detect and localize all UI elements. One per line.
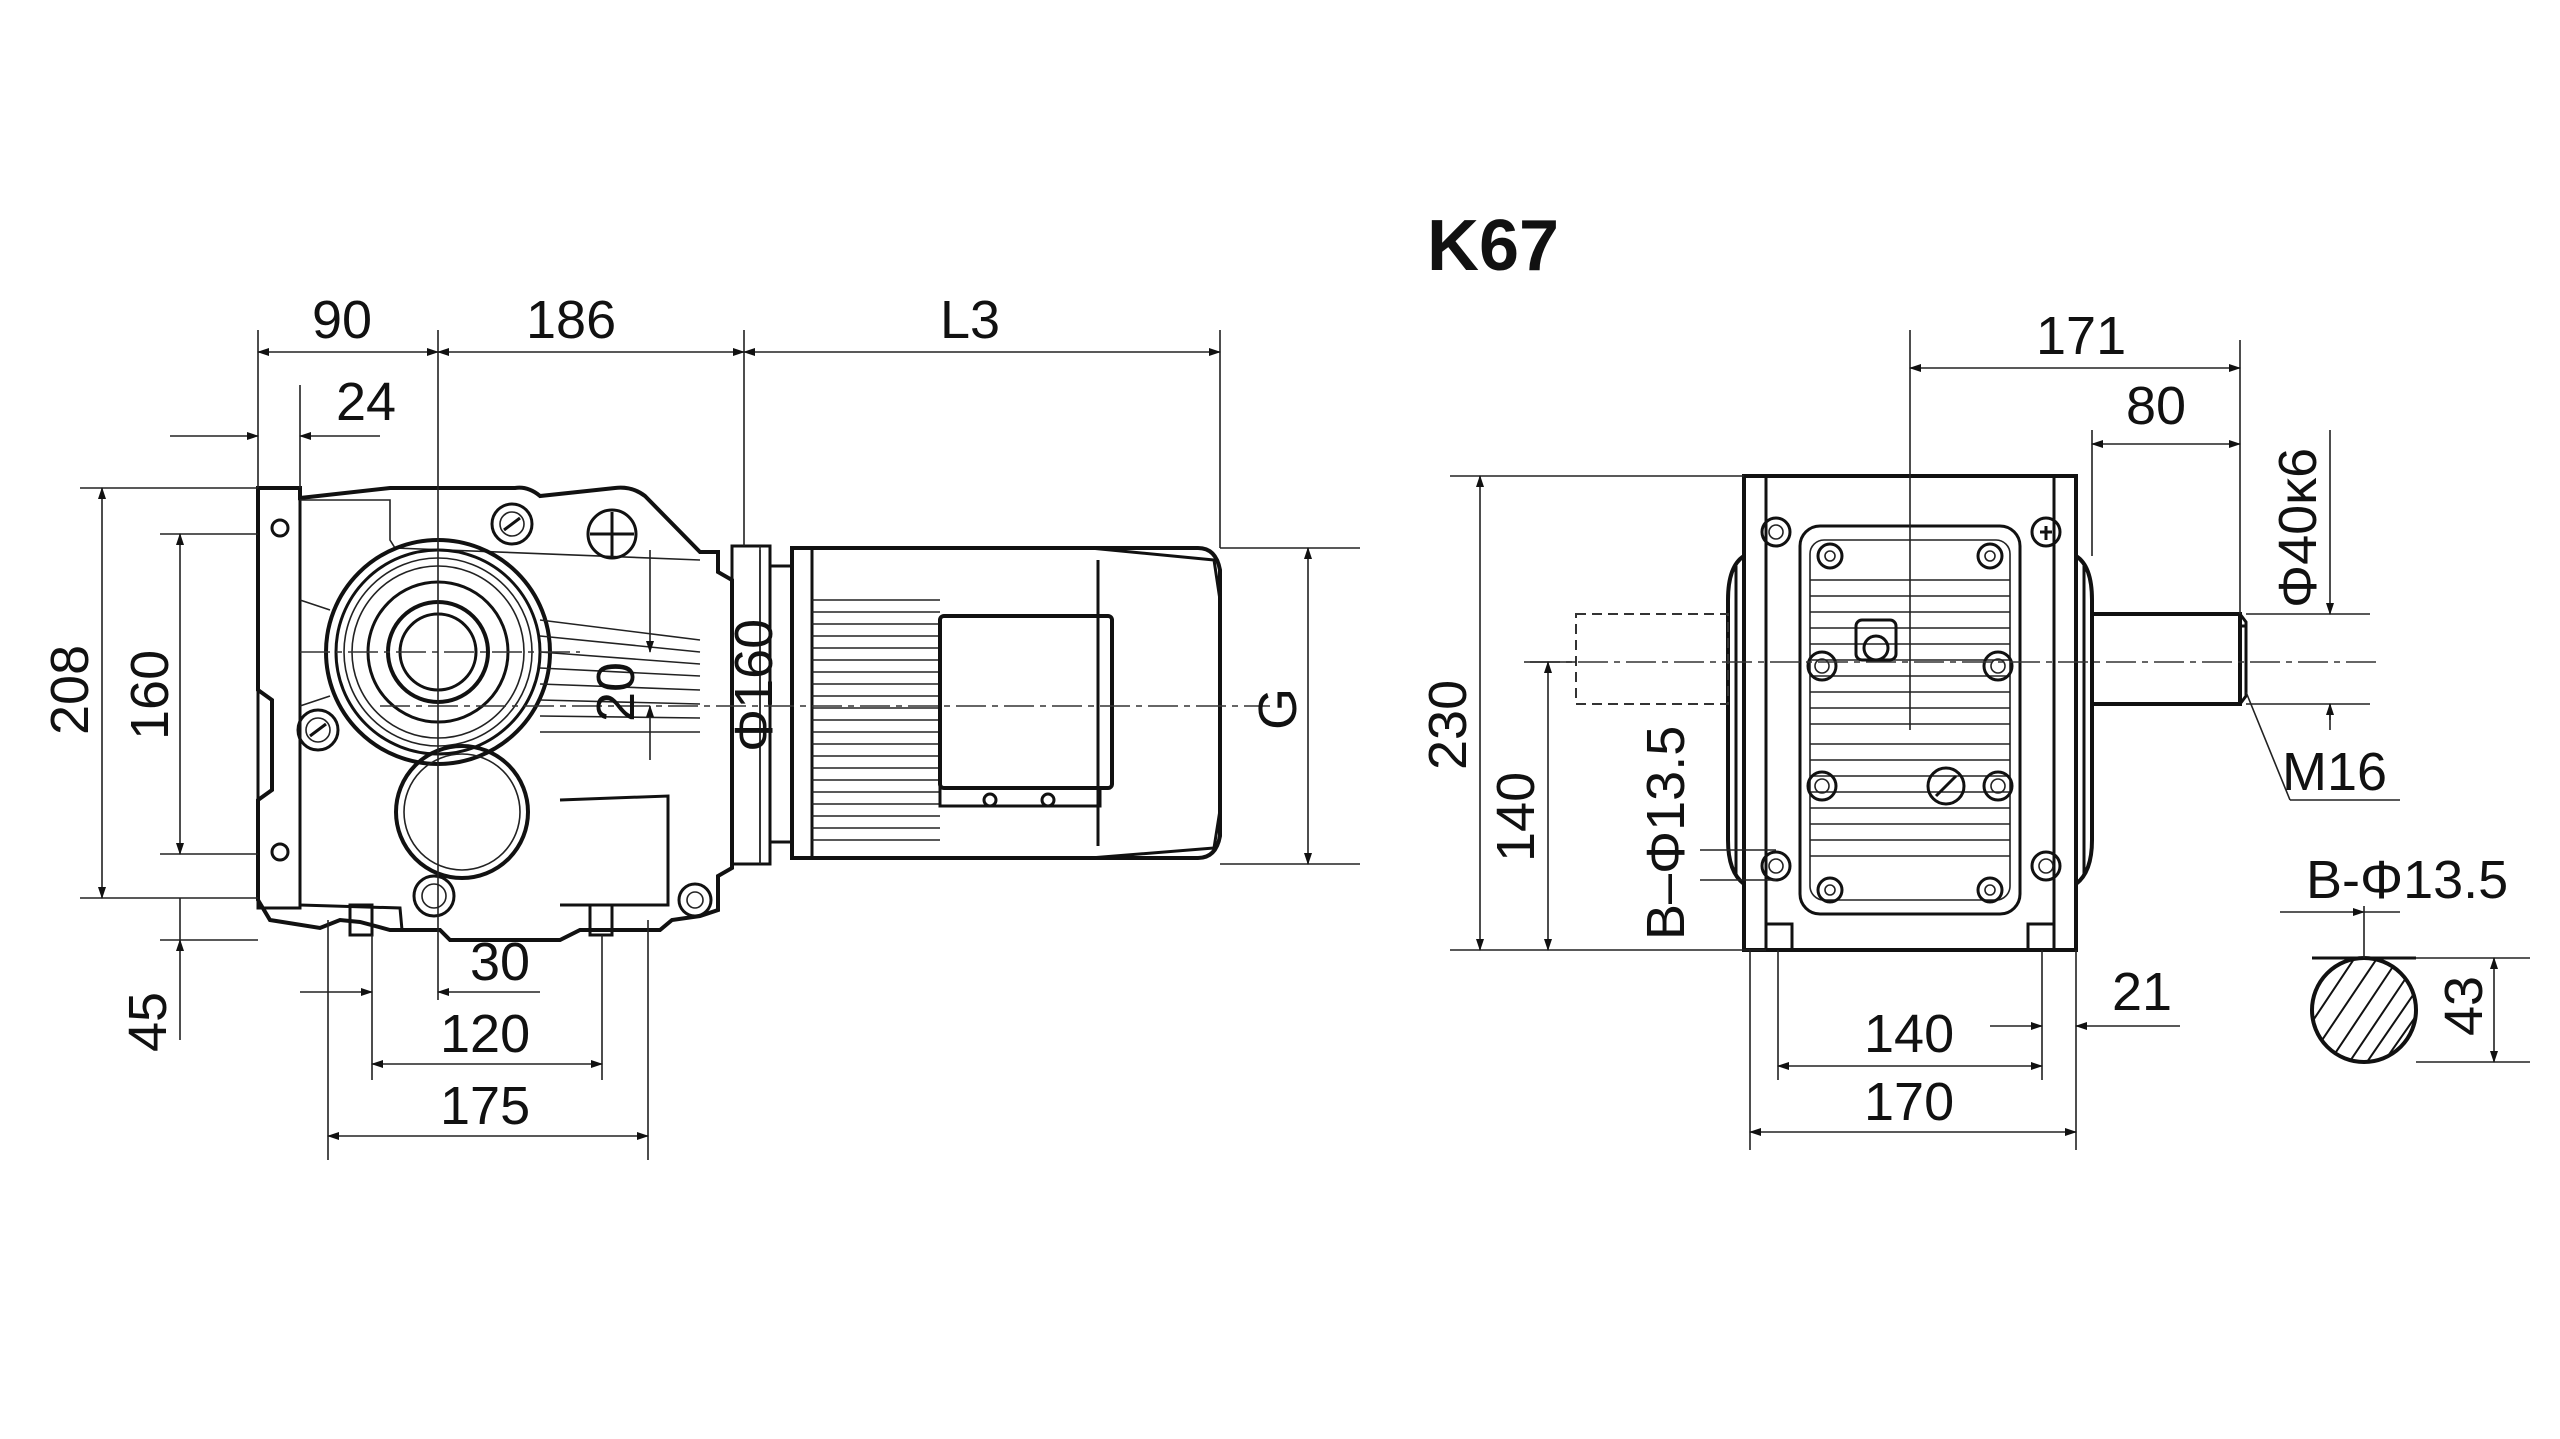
dim-phi40k6: Φ40κ6 <box>2268 448 2328 608</box>
flange-bolt-top <box>270 518 290 538</box>
gear-housing-outline <box>256 485 734 942</box>
dim-m16: M16 <box>2282 742 2387 802</box>
shaft-cross-section: B-Φ13.5 43 <box>2280 850 2530 1064</box>
housing-screw-right <box>677 882 713 918</box>
front-bolts <box>1760 516 2062 904</box>
housing-screw-top <box>490 502 534 546</box>
dim-20: 20 <box>586 662 646 722</box>
dim-170: 170 <box>1864 1072 1954 1132</box>
dim-175: 175 <box>440 1076 530 1136</box>
motor-fan-cover <box>1089 546 1222 860</box>
housing-screw-bottom <box>412 874 456 918</box>
left-flange <box>256 486 302 910</box>
dim-b-phi-section: B-Φ13.5 <box>2306 850 2508 910</box>
right-shaft-flange <box>2074 554 2094 886</box>
terminal-box <box>938 614 1114 790</box>
housing-rib-bottom <box>299 903 404 931</box>
side-view: 90 186 L3 24 208 160 20 Φ160 G 45 30 120… <box>40 290 1360 1160</box>
dim-90: 90 <box>312 290 372 350</box>
front-foot-right <box>2026 922 2056 952</box>
dim-g: G <box>1248 688 1308 730</box>
input-shaft-circle-inner <box>403 753 521 871</box>
front-view: 171 80 Φ40κ6 M16 230 140 B–Φ13.5 21 140 … <box>1418 306 2400 1150</box>
dim-24: 24 <box>336 372 396 432</box>
dimension-lines-front <box>1450 340 2400 1150</box>
dim-80: 80 <box>2126 376 2186 436</box>
breather-plug <box>586 508 638 560</box>
dim-21: 21 <box>2112 962 2172 1022</box>
dim-208: 208 <box>40 645 100 735</box>
housing-fins <box>539 619 701 733</box>
front-foot-left <box>1764 922 1794 952</box>
left-shaft-flange <box>1726 554 1746 886</box>
dim-160: 160 <box>120 650 180 740</box>
dim-b-phi-vertical: B–Φ13.5 <box>1636 726 1696 940</box>
input-shaft-circle <box>394 744 530 880</box>
dimension-lines-side <box>80 330 1360 1160</box>
foot-left <box>348 903 374 937</box>
terminal-box-base <box>938 786 1102 808</box>
dim-l3: L3 <box>940 290 1000 350</box>
motor-body <box>790 546 1222 860</box>
hollow-shaft-dashed <box>1575 613 1729 705</box>
flange-bolt-bottom <box>270 842 290 862</box>
dim-171: 171 <box>2036 306 2126 366</box>
housing-rib-lower <box>559 794 670 907</box>
dim-140-horizontal: 140 <box>1864 1004 1954 1064</box>
housing-screw-left <box>296 708 340 752</box>
dim-43: 43 <box>2434 976 2494 1036</box>
model-title: K67 <box>1427 206 1559 286</box>
dim-120: 120 <box>440 1004 530 1064</box>
output-shaft <box>2090 612 2242 706</box>
dim-45: 45 <box>118 992 178 1052</box>
motor-cooling-fins <box>812 599 940 841</box>
dim-230: 230 <box>1418 680 1478 770</box>
dim-phi160: Φ160 <box>724 619 784 752</box>
foot-right <box>588 903 614 937</box>
dim-186: 186 <box>526 290 616 350</box>
dim-140-vertical: 140 <box>1486 772 1546 862</box>
dim-30: 30 <box>470 932 530 992</box>
housing-inner-line <box>300 499 701 561</box>
shaft-section-hatch <box>2312 958 2416 1062</box>
